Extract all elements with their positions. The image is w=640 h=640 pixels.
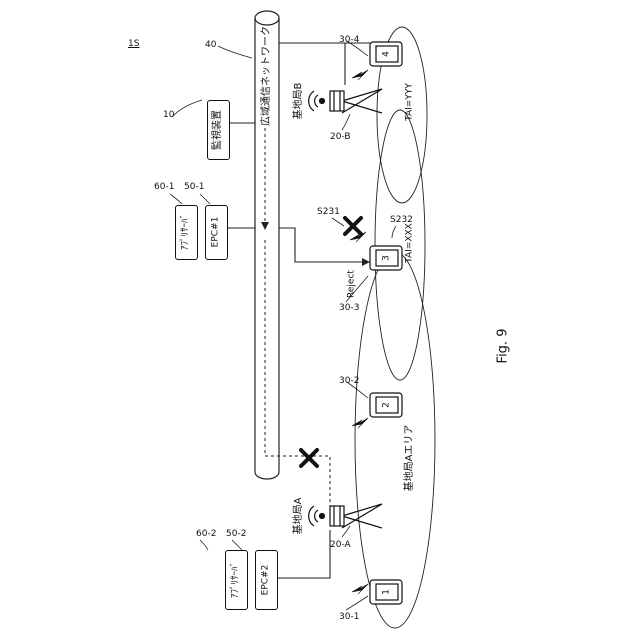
reject-arrow <box>362 258 370 266</box>
tai-xxx-label: TAI=XXX <box>406 223 415 263</box>
area-a-label: 基地局Aエリア <box>405 425 415 492</box>
app-server-1-ref: 60-1 <box>154 183 174 192</box>
diagram-ref: 1S <box>128 40 139 49</box>
bolt-1 <box>352 584 368 594</box>
signal-s232-label: S232 <box>390 216 413 225</box>
terminal-3-number: 3 <box>383 255 392 261</box>
epc1-ref: 50-1 <box>184 183 204 192</box>
base-station-a-icon <box>309 504 382 528</box>
x-mark-s231 <box>345 218 361 234</box>
terminal-2-number: 2 <box>383 402 392 408</box>
terminal-2-ref: 30-2 <box>339 377 359 386</box>
epc2-ref: 50-2 <box>226 530 246 539</box>
epc1-label: EPC#1 <box>212 217 221 248</box>
network-ref: 40 <box>205 41 216 50</box>
base-station-b-label: 基地局B <box>294 83 304 120</box>
link-epc2-base-a <box>278 530 330 578</box>
terminal-4-ref: 30-4 <box>339 36 359 45</box>
monitor-ref: 10 <box>163 111 174 120</box>
leader-lines <box>170 41 396 610</box>
coverage-area-mid <box>375 110 425 380</box>
base-station-b-icon <box>309 89 382 113</box>
base-station-a-label: 基地局A <box>294 498 304 535</box>
link-network-terminal3 <box>279 228 368 262</box>
link-network-base-b <box>279 43 345 85</box>
bolt-2 <box>352 418 368 428</box>
monitoring-path <box>265 128 330 510</box>
blocked-marks <box>301 218 361 466</box>
tai-yyy-label: TAI=YYY <box>406 83 415 121</box>
terminal-3-ref: 30-3 <box>339 304 359 313</box>
terminal-1-ref: 30-1 <box>339 613 359 622</box>
signal-bolts <box>350 70 368 594</box>
app-server-2-ref: 60-2 <box>196 530 216 539</box>
bolt-4 <box>352 70 368 80</box>
coverage-area-a <box>355 252 435 628</box>
x-mark-network <box>301 450 317 466</box>
base-station-b-ref: 20-B <box>330 133 351 142</box>
arrowhead <box>261 222 269 230</box>
terminal-1-number: 1 <box>383 589 392 595</box>
base-station-a-ref: 20-A <box>330 541 351 550</box>
terminal-4-number: 4 <box>383 51 392 57</box>
network-label: 広域通信ネットワーク <box>262 26 272 126</box>
reject-label: Reject <box>348 270 357 298</box>
signal-s231-label: S231 <box>317 208 340 217</box>
app-server-1-label: ｱﾌﾟﾘｻｰﾊﾞ <box>182 214 191 250</box>
app-server-2-label: ｱﾌﾟﾘｻｰﾊﾞ <box>232 562 241 598</box>
monitor-label: 監視装置 <box>213 110 223 150</box>
coverage-areas <box>355 27 435 628</box>
figure-caption: Fig. 9 <box>497 329 510 364</box>
epc2-label: EPC#2 <box>262 565 271 596</box>
